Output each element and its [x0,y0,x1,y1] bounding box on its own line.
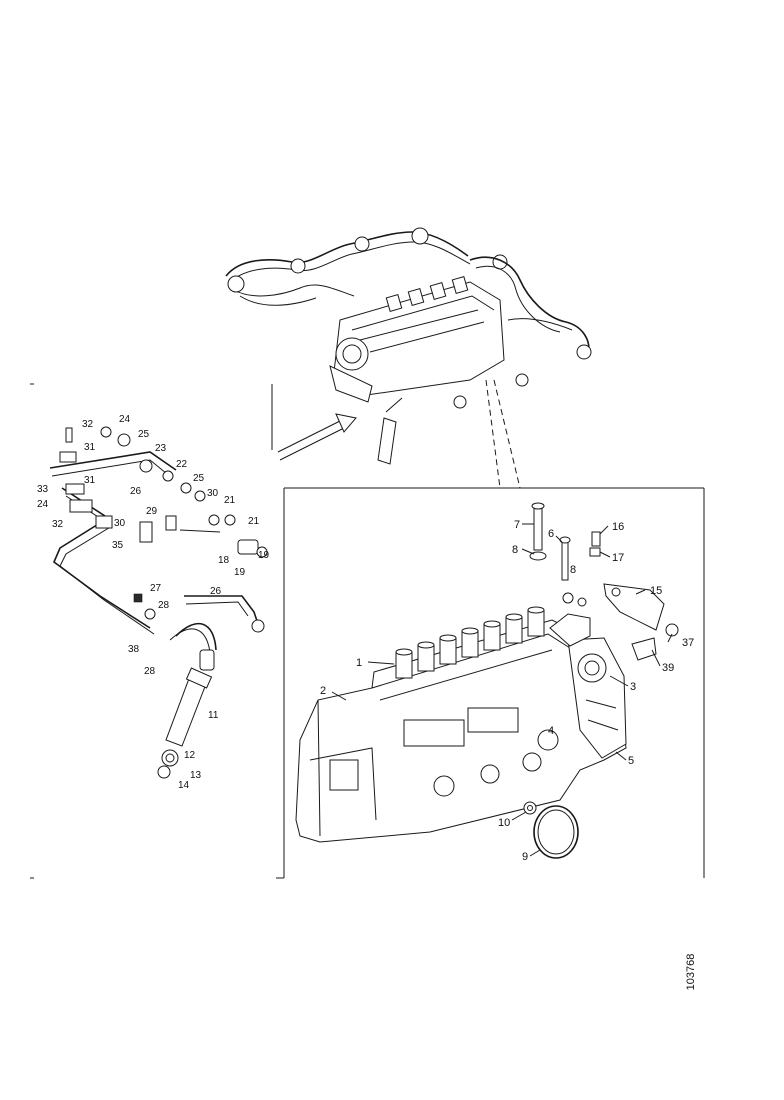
callout: 30 [114,518,126,529]
left-injection-lines-assembly [30,383,268,879]
left-callouts: 32 24 25 31 23 22 31 26 25 33 24 30 21 2… [37,414,270,791]
callout: 33 [37,484,49,495]
callout: 23 [155,443,167,454]
callout: 18 [218,555,230,566]
callout: 37 [682,637,694,649]
callout: 16 [612,521,624,533]
callout: 6 [548,528,554,540]
callout: 17 [612,552,624,564]
callout: 22 [176,459,188,470]
detail-frame [276,487,705,879]
callout: 39 [662,662,674,674]
reference-number: 103768 [676,944,706,1004]
callout: 21 [248,516,260,527]
callout: 10 [498,817,510,829]
callout: 9 [522,851,528,863]
callout: 3 [630,681,636,693]
callout: 8 [512,544,518,556]
callout: 5 [628,755,634,767]
callout: 1 [356,657,362,669]
callout: 32 [82,419,94,430]
top-assembly-overview [225,227,592,489]
callout: 14 [178,780,190,791]
delivery-valves [395,606,545,679]
callout: 11 [208,710,219,721]
callout: 26 [210,586,222,597]
callout: 21 [224,495,236,506]
callout: 25 [138,429,150,440]
callout: 19 [234,567,246,578]
callout: 7 [514,519,520,531]
callout: 38 [128,644,140,655]
callout: 29 [146,506,158,517]
reference-number-text: 103768 [685,953,697,991]
callout: 25 [193,473,205,484]
detail-injection-pump [295,502,679,859]
callout: 30 [207,488,219,499]
callout: 26 [130,486,142,497]
callout: 19 [258,550,270,561]
callout: 28 [144,666,156,677]
callout: 2 [320,685,326,697]
detail-leader-lines [331,523,673,857]
callout: 12 [184,750,196,761]
callout: 15 [650,585,662,597]
detail-callouts: 7 8 16 6 17 8 15 37 1 39 2 3 4 5 10 9 [320,519,694,863]
callout: 35 [112,540,124,551]
callout: 31 [84,442,96,453]
clamp-cluster [59,426,268,620]
callout: 24 [37,499,49,510]
callout: 13 [190,770,202,781]
callout: 8 [570,564,576,576]
callout: 24 [119,414,131,425]
callout: 28 [158,600,170,611]
callout: 27 [150,583,162,594]
callout: 4 [548,725,554,737]
callout: 32 [52,519,64,530]
callout: 31 [84,475,96,486]
